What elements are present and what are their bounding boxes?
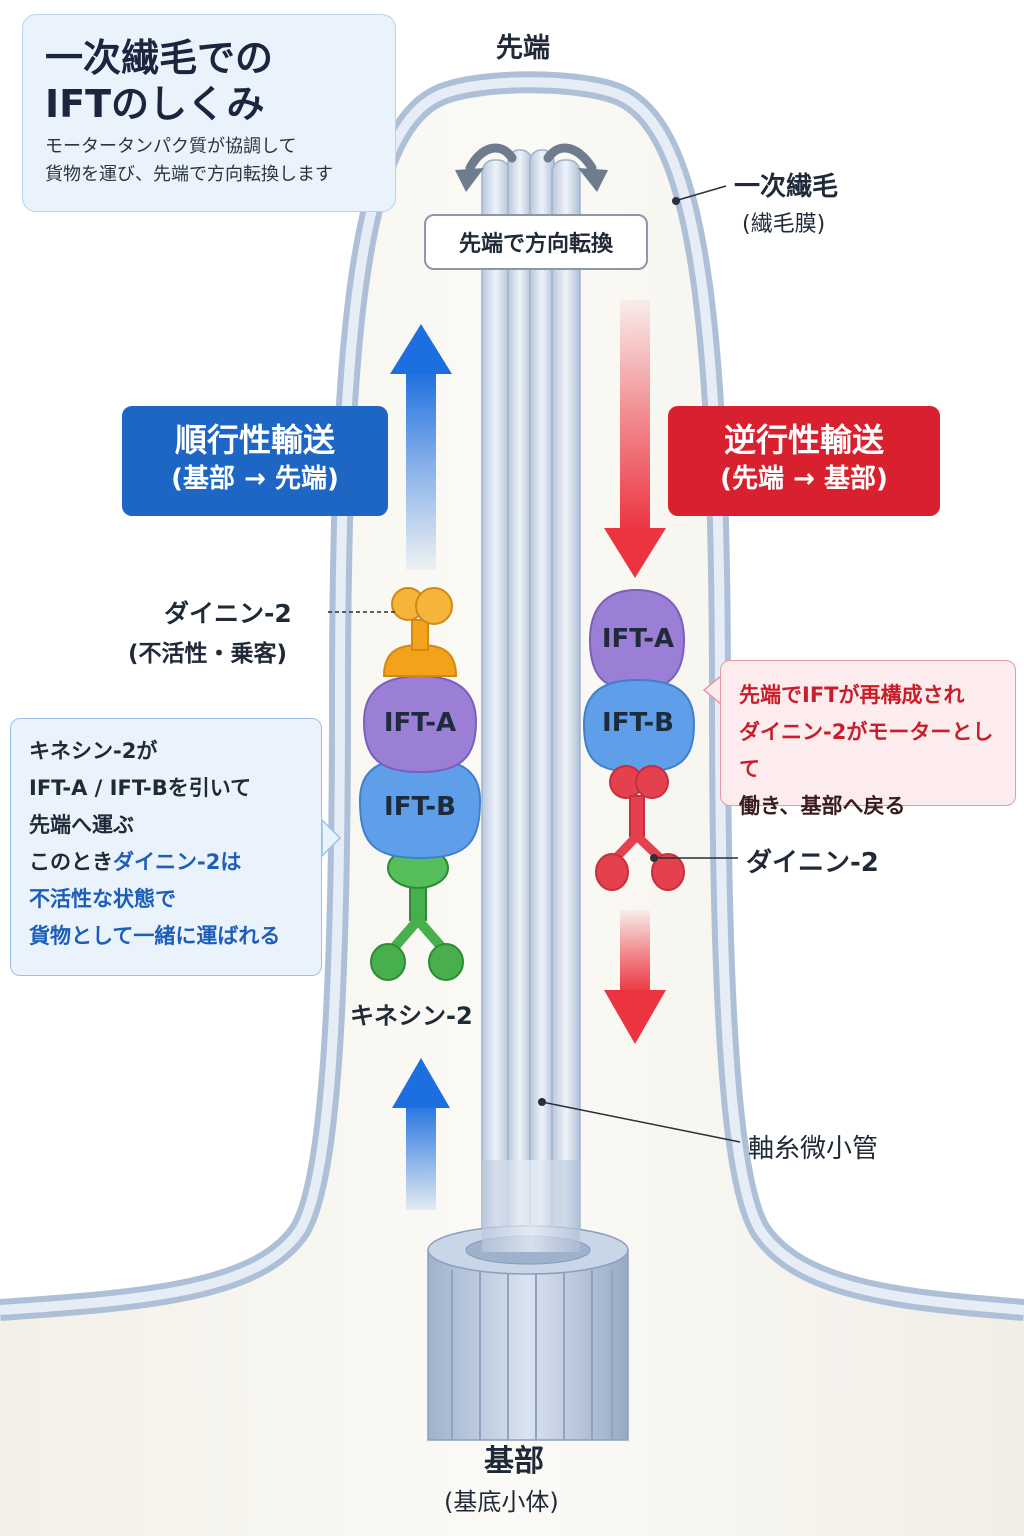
anterograde-note-line-2: IFT-A / IFT-Bを引いて bbox=[29, 776, 252, 800]
anterograde-note-line-5: 不活性な状態で bbox=[29, 887, 176, 911]
dynein-2-active bbox=[595, 765, 685, 891]
anterograde-sub: (基部 → 先端) bbox=[171, 464, 339, 494]
title-sub-2: 貨物を運び、先端で方向転換します bbox=[45, 164, 333, 185]
retrograde-arrow-lower bbox=[604, 910, 666, 1044]
cilium-label: 一次繊毛 bbox=[734, 172, 839, 202]
dynein-inactive-label: ダイニン-2 bbox=[164, 599, 292, 628]
anterograde-arrow-upper bbox=[390, 324, 452, 570]
retrograde-arrow-upper bbox=[604, 300, 666, 578]
retrograde-note-line-2: ダイニン-2がモーターとして bbox=[739, 720, 994, 781]
ift-b-retrograde bbox=[582, 678, 696, 774]
anterograde-note-line-4a: このとき bbox=[29, 850, 113, 874]
retrograde-note: 先端でIFTが再構成され ダイニン-2がモーターとして 働き、基部へ戻る bbox=[720, 660, 1016, 818]
kinesin-2-label: キネシン-2 bbox=[350, 1002, 473, 1030]
axoneme-microtubules bbox=[481, 149, 581, 1261]
title-line-2: IFTのしくみ bbox=[45, 82, 265, 126]
retrograde-box: 逆行性輸送 (先端 → 基部) bbox=[668, 406, 940, 516]
base-label: 基部 bbox=[484, 1444, 544, 1479]
tip-label: 先端 bbox=[496, 33, 550, 64]
retrograde-complex bbox=[582, 588, 696, 891]
anterograde-box: 順行性輸送 (基部 → 先端) bbox=[122, 406, 388, 516]
anterograde-note-line-6: 貨物として一緒に運ばれる bbox=[29, 924, 281, 948]
anterograde-complex bbox=[358, 587, 482, 981]
base-sub-label: (基底小体) bbox=[444, 1488, 559, 1516]
dynein-active-label: ダイニン-2 bbox=[746, 848, 879, 878]
note-left-pointer bbox=[321, 818, 342, 858]
basal-body bbox=[427, 1160, 629, 1441]
ift-a-retrograde-label: IFT-A bbox=[601, 624, 675, 654]
ift-a-anterograde bbox=[362, 674, 478, 774]
ift-a-anterograde-label: IFT-A bbox=[383, 708, 457, 738]
anterograde-note-line-4b: ダイニン-2は bbox=[113, 850, 242, 874]
anterograde-note-line-1: キネシン-2が bbox=[29, 739, 158, 763]
turnaround-arrowheads bbox=[455, 168, 608, 192]
retrograde-note-line-3: 働き、基部へ戻る bbox=[739, 794, 906, 818]
retrograde-sub: (先端 → 基部) bbox=[720, 464, 888, 494]
leader-lines bbox=[328, 185, 741, 1143]
axoneme-pointer-dot bbox=[538, 1098, 546, 1106]
ift-b-retrograde-label: IFT-B bbox=[602, 708, 674, 738]
retrograde-note-line-1: 先端でIFTが再構成され bbox=[739, 683, 965, 707]
retrograde-title: 逆行性輸送 bbox=[723, 421, 884, 459]
turnaround-label: 先端で方向転換 bbox=[424, 214, 648, 270]
turnaround-arrows bbox=[465, 143, 597, 173]
dynein-2-inactive bbox=[382, 587, 458, 677]
axoneme-label: 軸糸微小管 bbox=[748, 1134, 879, 1164]
cilium-sub-label: (繊毛膜) bbox=[742, 212, 826, 237]
title-sub-1: モータータンパク質が協調して bbox=[45, 136, 297, 157]
ift-b-anterograde-label: IFT-B bbox=[384, 792, 456, 822]
title-line-1: 一次繊毛での bbox=[45, 36, 274, 80]
dynein-inactive-sub: (不活性・乗客) bbox=[128, 641, 288, 667]
title-box: 一次繊毛での IFTのしくみ モータータンパク質が協調して 貨物を運び、先端で方… bbox=[22, 14, 396, 212]
anterograde-title: 順行性輸送 bbox=[174, 421, 335, 459]
anterograde-arrow-lower bbox=[392, 1058, 450, 1210]
dynein-pointer-dot bbox=[650, 854, 658, 862]
anterograde-note: キネシン-2が IFT-A / IFT-Bを引いて 先端へ運ぶ このときダイニン… bbox=[10, 718, 322, 976]
cilium-pointer-dot bbox=[672, 197, 680, 205]
anterograde-note-line-3: 先端へ運ぶ bbox=[29, 813, 134, 837]
